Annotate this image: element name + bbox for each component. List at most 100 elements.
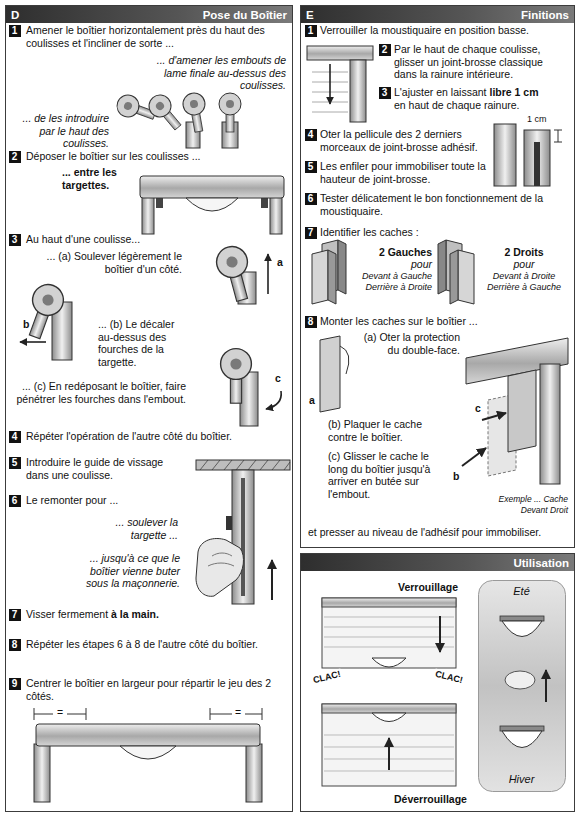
screw-guide-figure [200, 460, 290, 470]
endcap-insertion-figure [219, 93, 241, 132]
step-instruction: Déposer le boîtier sur les coulisses ... [26, 150, 276, 163]
winter-handle [502, 731, 542, 748]
step-instruction: Répéter l'opération de l'autre côté du b… [26, 430, 288, 443]
step-number: 5 [12, 457, 18, 469]
step-instruction: Verrouiller la moustiquaire en position … [320, 24, 570, 37]
centering-figure [36, 724, 260, 746]
cache-mounting-figure [462, 338, 568, 484]
right-caches-figure [438, 240, 474, 304]
endcap-insertion-figure [145, 91, 187, 135]
panel-title: Finitions [521, 9, 569, 21]
step-instruction: ... (a) Soulever légèrement le boîtier d… [44, 250, 182, 275]
unlocking-figure [372, 713, 406, 722]
endcap-insertion-figure [114, 91, 241, 148]
box-on-rails-figure [142, 196, 154, 234]
locked-screen-corner-figure [329, 64, 331, 104]
step-number: 5 [308, 161, 314, 173]
step-instruction: Amener le boîtier horizontalement près d… [26, 24, 288, 49]
summer-handle [502, 621, 542, 637]
locking-figure [322, 598, 456, 607]
unlocking-figure [322, 704, 456, 786]
callout-letter: a [276, 256, 284, 269]
step-number-box: 5 [9, 457, 21, 469]
screw-guide-figure [232, 470, 254, 604]
step-instruction: Tester délicatement le bon fonctionnemen… [320, 192, 568, 217]
callout-letter: c [474, 402, 482, 415]
step-number-box: 2 [9, 151, 21, 163]
step-number: 3 [382, 87, 388, 99]
left-caches-figure [312, 250, 328, 304]
lift-box-figure [213, 243, 268, 304]
lower-box-figure [221, 349, 252, 404]
step-number-box: 3 [9, 234, 21, 246]
locking-figure [439, 616, 441, 652]
illustration-caption: ... soulever la targette ... [86, 516, 178, 541]
lift-box-figure [267, 254, 269, 294]
step-number: 8 [308, 316, 314, 328]
panel-title: E [306, 9, 314, 21]
step-instruction: Monter les caches sur le boîtier ... [320, 315, 560, 328]
right-caches-figure [458, 250, 474, 304]
shift-box-figure [20, 280, 72, 360]
step-number: 1 [308, 25, 314, 37]
callout-letter: b [22, 318, 30, 331]
endcap-insertion-figure [181, 91, 209, 133]
locked-screen-corner-figure [350, 60, 366, 122]
step-number: 1 [12, 25, 18, 37]
cache-mounting-figure [540, 364, 560, 484]
cache-mounting-figure [482, 413, 506, 420]
step-instruction: Répéter les étapes 6 à 8 de l'autre côté… [26, 638, 288, 651]
step-instruction: Identifier les caches : [320, 226, 520, 239]
step-instruction: et presser au niveau de l'adhésif pour i… [308, 526, 570, 539]
mode-label: Déverrouillage [394, 793, 467, 806]
step-number-box: 3 [379, 87, 391, 99]
step-number-box: 8 [9, 639, 21, 651]
screw-guide-figure [196, 460, 290, 470]
mode-label: Verrouillage [398, 581, 458, 594]
brush-seal-figure [494, 124, 562, 186]
adhesive-cache-figure [320, 336, 340, 412]
sound-label: CLAC! [311, 669, 343, 687]
step-instruction: en haut de chaque rainure. [394, 99, 520, 112]
step-number-box: 2 [379, 44, 391, 56]
step-instruction: L'ajuster en laissant [394, 86, 486, 99]
season-band-art [478, 580, 566, 792]
season-label: Eté [513, 585, 530, 598]
dimension-mark: = [235, 706, 241, 719]
screw-guide-figure [196, 539, 243, 597]
step-number: 8 [12, 639, 18, 651]
winter-handle-bar [500, 726, 544, 731]
right-caches-figure [438, 240, 446, 294]
step-instruction: Au haut d'une coulisse... [26, 233, 226, 246]
panel-title: Utilisation [513, 557, 569, 569]
locking-figure [324, 617, 454, 647]
lower-box-figure [221, 349, 282, 426]
step-number: 7 [308, 227, 314, 239]
hand-symbol [505, 671, 535, 689]
brush-seal-figure [534, 142, 540, 186]
step-instruction: Par le haut de chaque coulisse, glisser … [394, 43, 568, 81]
screw-guide-figure [208, 553, 234, 566]
step-number: 7 [12, 609, 18, 621]
step-number: 9 [12, 678, 18, 690]
step-number-box: 6 [305, 193, 317, 205]
step-instruction: ... entre les targettes. [62, 166, 134, 191]
brush-seal-figure [524, 130, 550, 186]
step-instruction: Visser fermement [26, 608, 108, 621]
brush-seal-figure [554, 130, 562, 142]
cache-label: pour [480, 258, 568, 271]
step-number-box: 7 [9, 609, 21, 621]
step-number: 6 [308, 193, 314, 205]
left-caches-figure [338, 240, 346, 294]
adhesive-cache-figure [320, 336, 349, 412]
step-instruction: Le remonter pour ... [26, 494, 186, 507]
panel-title: D [11, 9, 19, 21]
callout-letter: b [452, 470, 460, 483]
step-number-box: 7 [305, 227, 317, 239]
screw-guide-figure [226, 516, 232, 530]
step-instruction: Introduire le guide de vissage dans une … [26, 456, 186, 481]
step-instruction: (b) Plaquer le cache contre le boîtier. [328, 418, 430, 443]
callout-letter: a [308, 394, 316, 407]
right-caches-figure [450, 250, 458, 304]
dimension-label: 1 cm [527, 114, 547, 125]
